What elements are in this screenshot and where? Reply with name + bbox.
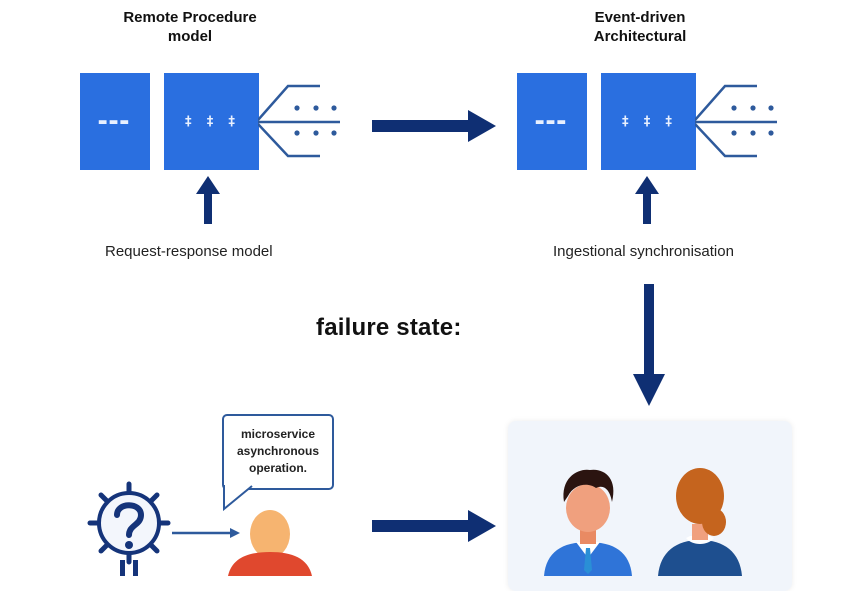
right-caption: Ingestional synchronisation (553, 243, 734, 260)
person-icon (228, 510, 312, 576)
right-producer-block: ▬▬▬ (517, 73, 587, 170)
people-icon (544, 468, 742, 576)
right-fanout-icon (695, 84, 777, 158)
left-server-block-label: ‡ ‡ ‡ (184, 114, 239, 129)
right-up-arrow-icon (635, 176, 659, 224)
left-caption: Request-response model (105, 243, 273, 260)
right-broker-block-label: ‡ ‡ ‡ (621, 114, 676, 129)
left-client-block: ▬▬▬ (80, 73, 150, 170)
left-title-line2: model (167, 28, 213, 45)
right-title-line1: Event-driven (594, 9, 686, 26)
left-server-block: ‡ ‡ ‡ (164, 73, 259, 170)
left-client-block-label: ▬▬▬ (98, 114, 132, 129)
down-arrow-icon (633, 284, 665, 406)
left-up-arrow-icon (196, 176, 220, 224)
bottom-right-arrow-icon (372, 510, 496, 542)
right-section-title: Event-driven Architectural (540, 8, 740, 46)
man-figure (544, 469, 632, 576)
speech-bubble-tail (223, 485, 253, 511)
middle-heading: failure state: (316, 314, 462, 341)
right-title-line2: Architectural (593, 28, 687, 45)
left-fanout-icon (258, 84, 340, 158)
woman-figure (658, 468, 742, 576)
left-title-line1: Remote Procedure (123, 9, 257, 26)
question-gear-icon (87, 481, 171, 576)
bubble-line3: operation. (248, 461, 307, 475)
speech-bubble: microservice asynchronous operation. (222, 414, 334, 490)
bubble-line1: microservice (240, 427, 316, 441)
right-producer-block-label: ▬▬▬ (535, 114, 569, 129)
top-right-arrow-icon (372, 110, 496, 142)
right-broker-block: ‡ ‡ ‡ (601, 73, 696, 170)
gear-to-person-arrow-icon (172, 528, 240, 538)
left-section-title: Remote Procedure model (90, 8, 290, 46)
bubble-line2: asynchronous (236, 444, 320, 458)
